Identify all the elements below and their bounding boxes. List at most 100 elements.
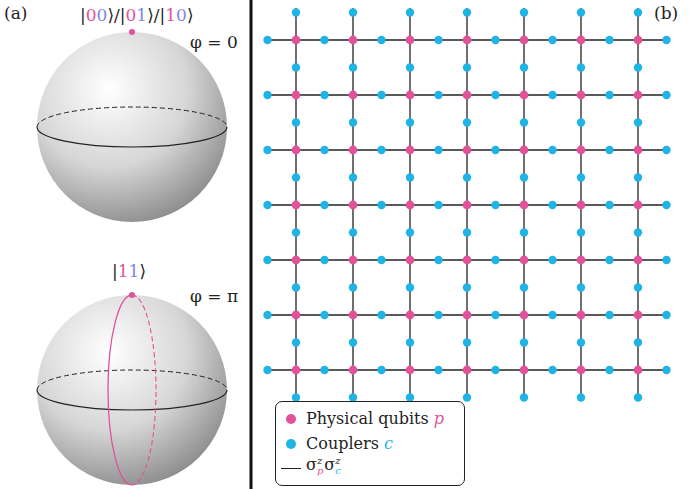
coupler-dot (634, 338, 642, 346)
coupler-dot (634, 228, 642, 236)
physical-qubit-dot (292, 36, 301, 45)
legend-row: σpzσcz (276, 458, 464, 480)
coupler-dot (406, 228, 414, 236)
coupler-dot (548, 36, 556, 44)
physical-qubit-dot (406, 36, 415, 45)
coupler-dot (634, 283, 642, 291)
physical-qubit-dot (349, 366, 358, 375)
coupler-dot (662, 311, 670, 319)
coupler-dot (491, 256, 499, 264)
coupler-dot (349, 118, 357, 126)
state-label: |11⟩ (112, 262, 146, 281)
divider (250, 0, 253, 489)
legend-text: σpzσcz (306, 455, 342, 476)
physical-qubit-dot (406, 91, 415, 100)
coupler-dot (605, 91, 613, 99)
physical-qubit-dot (406, 366, 415, 375)
bloch-sphere (37, 292, 227, 485)
coupler-dot (605, 366, 613, 374)
coupler-dot (377, 256, 385, 264)
physical-qubit-dot (292, 91, 301, 100)
legend-swatch (286, 414, 296, 424)
legend-row: Couplers c (276, 433, 464, 455)
physical-qubit-dot (406, 256, 415, 265)
coupler-dot (463, 118, 471, 126)
physical-qubit-dot (463, 146, 472, 155)
physical-qubit-dot (520, 146, 529, 155)
coupler-dot (377, 311, 385, 319)
coupler-dot (263, 36, 271, 44)
legend-text: Couplers c (306, 434, 393, 453)
coupler-dot (406, 118, 414, 126)
phase-label: φ = π (190, 287, 238, 306)
coupler-dot (634, 173, 642, 181)
coupler-dot (491, 91, 499, 99)
coupler-dot (263, 146, 271, 154)
coupler-dot (662, 36, 670, 44)
phase-label: φ = 0 (190, 33, 238, 52)
physical-qubit-dot (634, 201, 643, 210)
physical-qubit-dot (520, 201, 529, 210)
state-label: |00⟩/|01⟩/|10⟩ (80, 6, 194, 25)
coupler-dot (491, 201, 499, 209)
coupler-dot (349, 63, 357, 71)
coupler-dot (263, 311, 271, 319)
coupler-dot (377, 146, 385, 154)
physical-qubit-dot (463, 366, 472, 375)
physical-qubit-dot (577, 36, 586, 45)
coupler-dot (577, 8, 585, 16)
coupler-dot (406, 63, 414, 71)
coupler-dot (577, 228, 585, 236)
coupler-dot (463, 63, 471, 71)
physical-qubit-dot (577, 146, 586, 155)
coupler-dot (263, 91, 271, 99)
coupler-dot (634, 118, 642, 126)
coupler-dot (406, 8, 414, 16)
coupler-dot (548, 311, 556, 319)
physical-qubit-dot (463, 201, 472, 210)
coupler-dot (377, 366, 385, 374)
coupler-dot (605, 146, 613, 154)
coupler-dot (520, 173, 528, 181)
coupler-dot (463, 173, 471, 181)
physical-qubit-dot (634, 91, 643, 100)
physical-qubit-dot (292, 146, 301, 155)
physical-qubit-dot (577, 256, 586, 265)
coupler-dot (463, 338, 471, 346)
physical-qubit-dot (634, 146, 643, 155)
legend-box: Physical qubits p Couplers c σpzσcz (275, 401, 465, 486)
physical-qubit-dot (349, 201, 358, 210)
physical-qubit-dot (292, 366, 301, 375)
coupler-dot (520, 228, 528, 236)
coupler-dot (349, 228, 357, 236)
coupler-dot (491, 366, 499, 374)
coupler-dot (662, 366, 670, 374)
physical-qubit-dot (520, 366, 529, 375)
coupler-dot (520, 393, 528, 401)
coupler-dot (463, 283, 471, 291)
physical-qubit-dot (349, 36, 358, 45)
coupler-dot (520, 63, 528, 71)
coupler-dot (634, 63, 642, 71)
physical-qubit-dot (520, 256, 529, 265)
physical-qubit-dot (577, 366, 586, 375)
legend-line-sample (281, 468, 301, 469)
physical-qubit-dot (292, 201, 301, 210)
physical-qubit-dot (634, 36, 643, 45)
physical-qubit-dot (520, 311, 529, 320)
coupler-dot (377, 201, 385, 209)
physical-qubit-dot (463, 36, 472, 45)
coupler-dot (491, 146, 499, 154)
coupler-dot (320, 256, 328, 264)
coupler-dot (662, 91, 670, 99)
panel-label: (a) (4, 4, 27, 23)
coupler-dot (292, 118, 300, 126)
qubit-grid (263, 8, 670, 402)
coupler-dot (320, 311, 328, 319)
coupler-dot (605, 201, 613, 209)
coupler-dot (520, 118, 528, 126)
coupler-dot (662, 146, 670, 154)
legend-text: Physical qubits p (306, 409, 444, 428)
coupler-dot (292, 173, 300, 181)
physical-qubit-dot (292, 311, 301, 320)
